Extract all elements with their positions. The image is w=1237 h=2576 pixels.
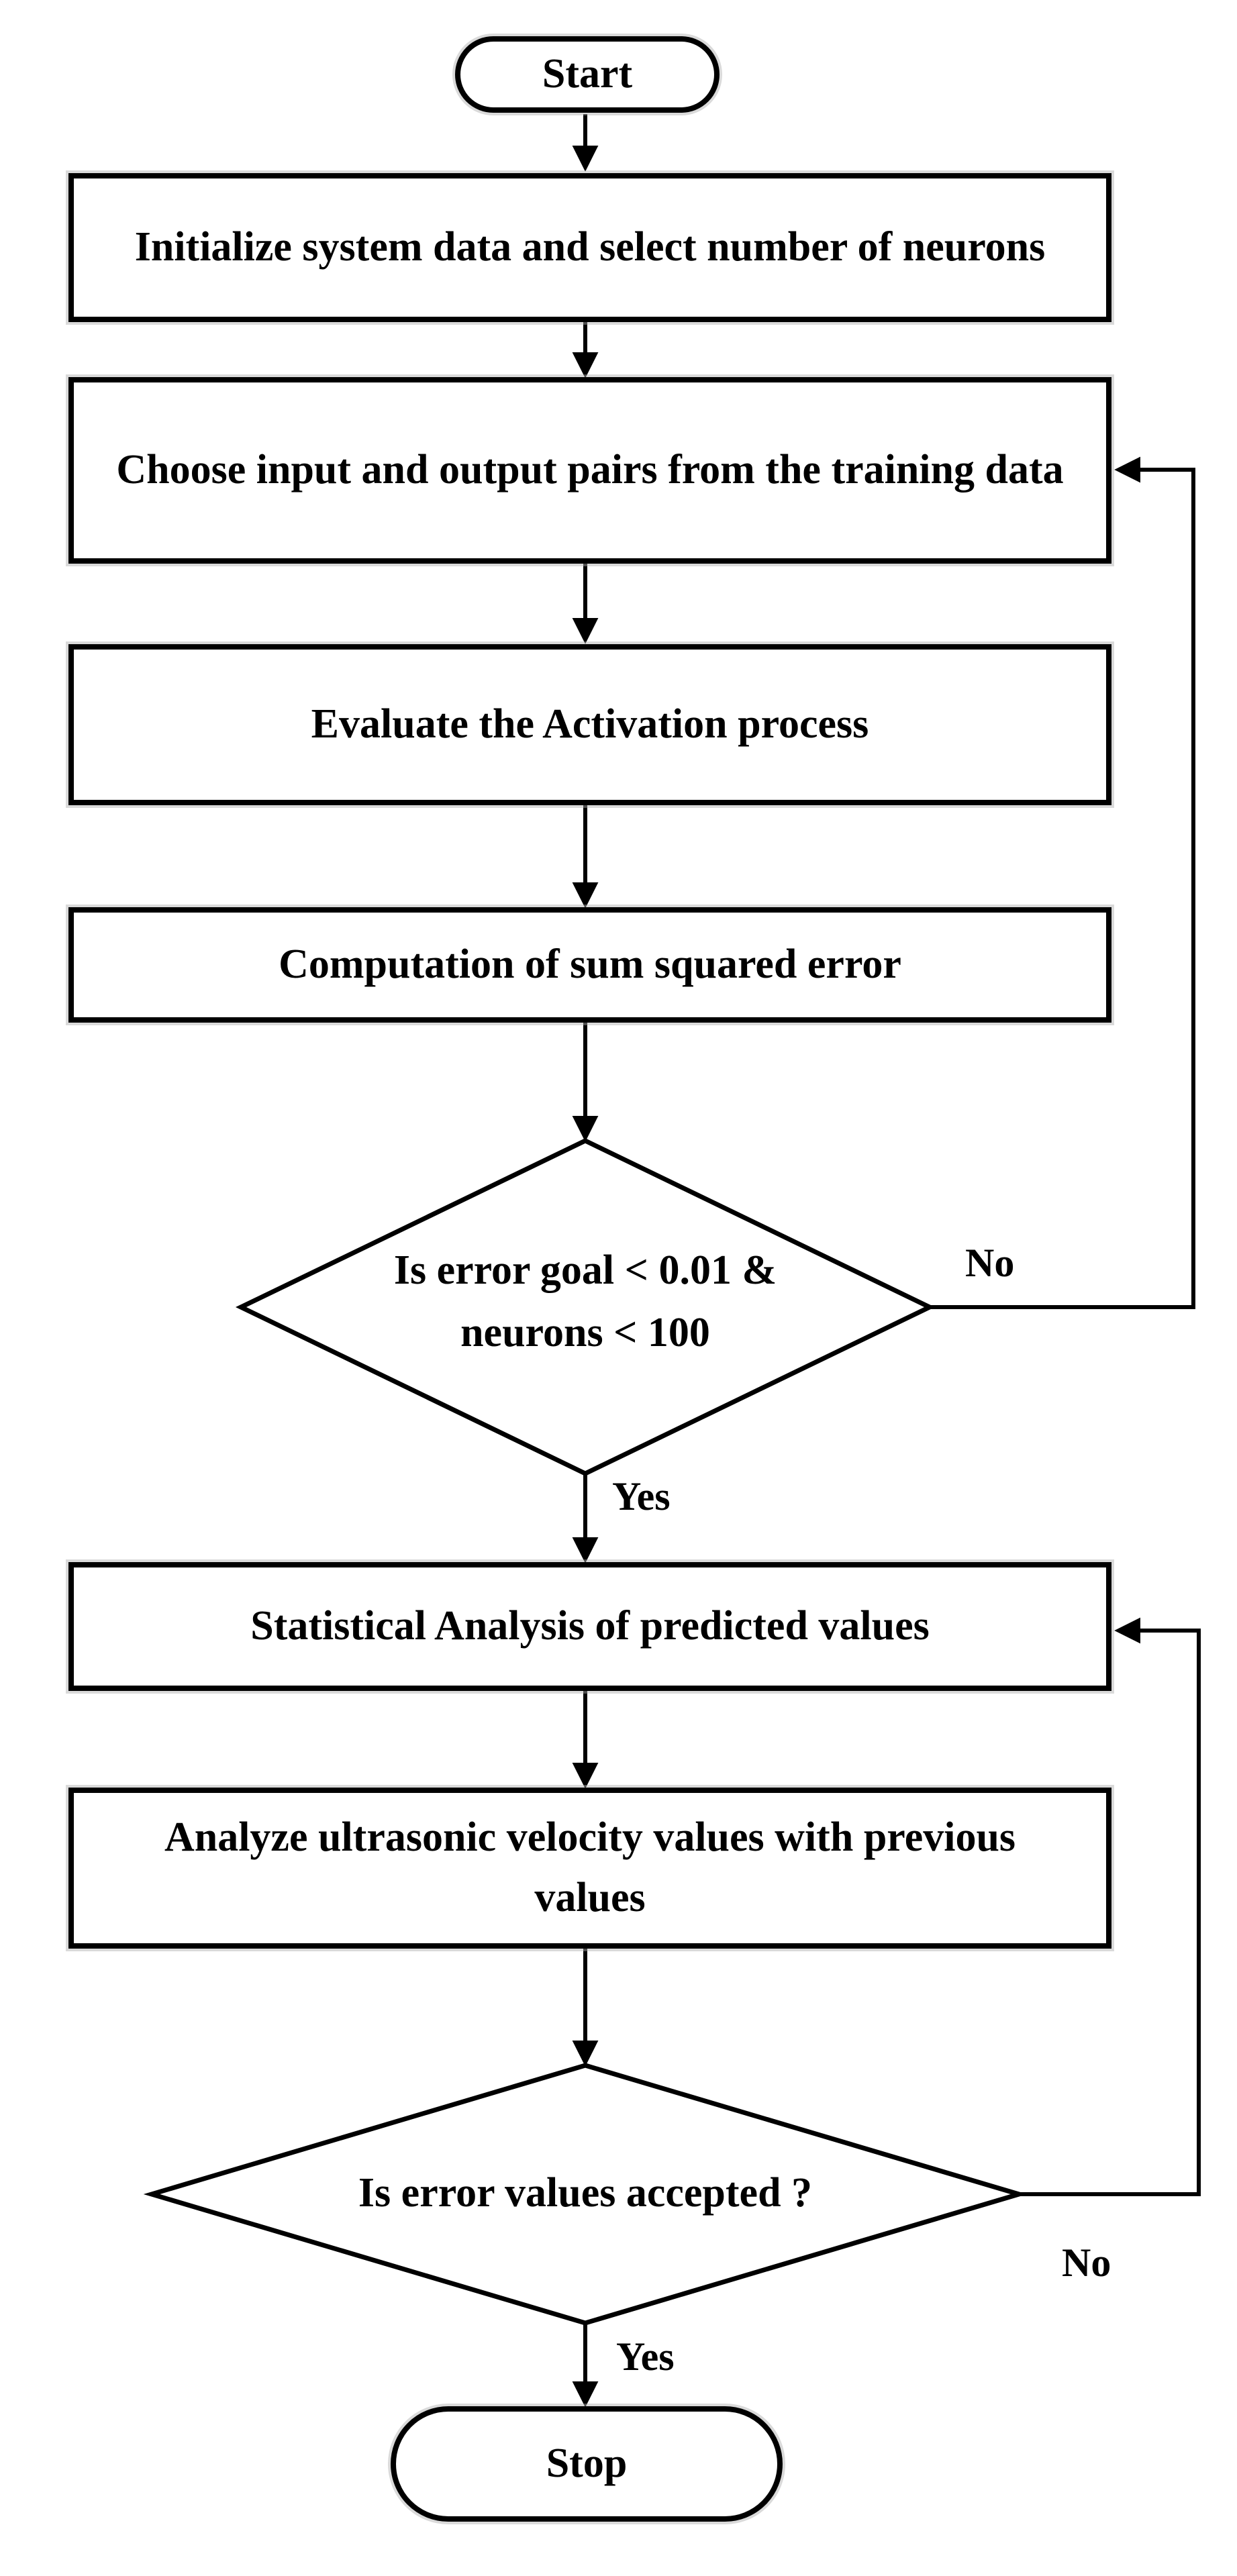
node-evaluate-activation: Evaluate the Activation process [68, 644, 1111, 805]
node-statistical-analysis-label: Statistical Analysis of predicted values [250, 1603, 930, 1649]
node-stop-label: Stop [546, 2440, 628, 2487]
decision1-label: Is error goal < 0.01 & neurons < 100 [393, 1247, 777, 1355]
node-statistical-analysis: Statistical Analysis of predicted values [68, 1562, 1111, 1691]
decision1-diamond-shape [235, 1138, 936, 1476]
loop-decision2-no-to-stat [1019, 1617, 1201, 2196]
node-analyze-velocity-label: Analyze ultrasonic velocity values with … [164, 1814, 1016, 1920]
node-choose-pairs: Choose input and output pairs from the t… [68, 377, 1111, 564]
decision2-diamond-shape [143, 2063, 1028, 2326]
node-start: Start [455, 36, 720, 113]
decision2-label: Is error values accepted ? [358, 2169, 813, 2216]
node-compute-sse-label: Computation of sum squared error [279, 941, 901, 988]
node-start-label: Start [542, 51, 633, 97]
decision2-yes-label: Yes [616, 2334, 675, 2379]
node-initialize-label: Initialize system data and select number… [134, 224, 1046, 270]
node-compute-sse: Computation of sum squared error [68, 907, 1111, 1023]
decision2-no-label: No [1062, 2240, 1111, 2285]
node-evaluate-activation-label: Evaluate the Activation process [311, 701, 869, 748]
decision1-no-label: No [965, 1241, 1015, 1285]
node-choose-pairs-label: Choose input and output pairs from the t… [116, 447, 1064, 493]
decision1-yes-label: Yes [612, 1474, 671, 1518]
node-analyze-velocity: Analyze ultrasonic velocity values with … [68, 1788, 1111, 1949]
node-stop: Stop [391, 2406, 783, 2522]
node-initialize: Initialize system data and select number… [68, 173, 1111, 322]
loop-decision1-no-to-choose [930, 456, 1195, 1309]
